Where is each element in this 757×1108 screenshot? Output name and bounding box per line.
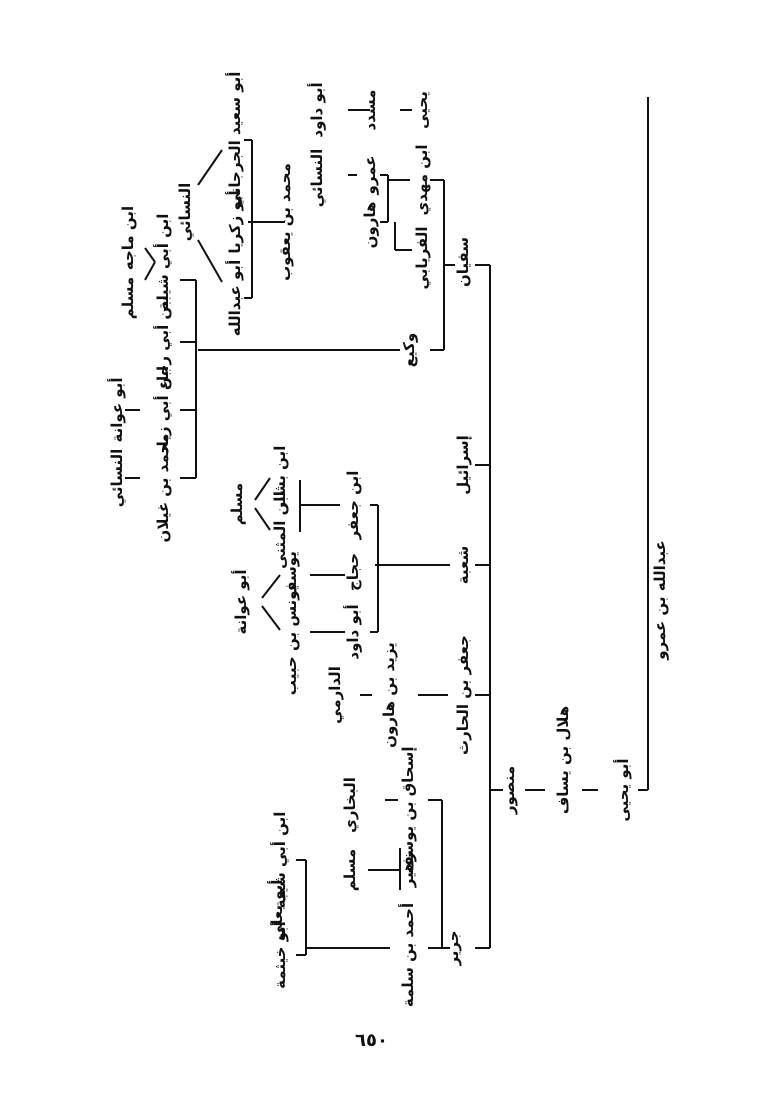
node-abu-zakariya: أبو زكريا: [225, 190, 244, 253]
node-ibn-abi-shayba: ابن أبي شيبة: [153, 214, 172, 311]
node-musaddad: مسدد: [361, 90, 379, 131]
node-zuhayr: زهير: [399, 853, 417, 889]
node-muslim-3: مسلم: [341, 849, 359, 891]
node-muhammad-bin-ghaylan: محمد بن غيلان: [154, 434, 172, 543]
node-abu-dawud-2: أبو داود: [343, 604, 362, 659]
node-nasai-1: النسائي: [308, 149, 326, 208]
node-wakee: وكيع: [400, 333, 418, 367]
node-yazid-bin-harun: يزيد بن هارون: [380, 642, 398, 748]
node-abu-awana-2: أبو عوانة: [231, 570, 250, 635]
node-israil: إسرائيل: [454, 435, 472, 495]
node-nasai-3: النسائي: [108, 449, 126, 508]
node-muslim-2: مسلم: [228, 483, 246, 525]
node-yahya: يحيى: [413, 91, 431, 129]
node-yusuf: يوسف: [282, 551, 300, 599]
node-bukhari: البخاري: [341, 777, 360, 833]
node-faryabi: الفريابي: [413, 227, 431, 290]
node-abu-khaythama: أبو خيثمة: [270, 921, 289, 989]
node-abdullah-bin-amr: عبدالله بن عمرو: [651, 540, 669, 661]
node-abu-abdullah: أبو عبدالله: [225, 260, 244, 336]
node-hajjaj: حجاج: [344, 553, 362, 591]
connector-lines: [125, 97, 649, 956]
page-number: ٦٥٠: [355, 1030, 388, 1051]
node-muslim-1: مسلم: [119, 277, 137, 319]
node-ibn-mahdi: ابن مهدي: [413, 144, 432, 215]
node-ahmad-bin-salama: أحمد بن سلمة: [398, 903, 417, 1007]
node-ibn-bashshar: ابن بشار: [271, 446, 289, 512]
node-ibn-majah: ابن ماجه: [119, 206, 137, 270]
node-ibn-muthanna: ابن المثنى: [271, 491, 289, 569]
node-abu-yahya: أبو يحيى: [613, 758, 632, 821]
node-ibn-abi-shayba-2: ابن أبي شيبة: [270, 812, 289, 909]
node-abu-dawud: أبو داود: [307, 82, 326, 137]
node-ibn-abi-raja: ابن أبي رجاء: [153, 295, 172, 388]
node-jafar-bin-harith: جعفر بن الحارث: [454, 635, 472, 755]
node-abu-awana-1: أبو عوانة: [107, 378, 126, 443]
node-jarir: جرير: [444, 930, 462, 966]
node-shuba: شعبة: [454, 546, 472, 584]
node-harun: هارون: [361, 202, 379, 249]
node-ishaq-bin-yusuf: إسحاق بن يوسف: [399, 747, 417, 874]
node-ibn-abi-ziyad: ابن أبي زياد: [153, 366, 172, 454]
node-amr: عمرو: [361, 156, 379, 196]
node-sufyan: سفيان: [454, 237, 472, 287]
node-darimi: الدارمي: [326, 666, 344, 724]
node-nasai-2: النسائي: [176, 183, 194, 242]
node-ibn-jafar: ابن جعفر: [344, 471, 362, 541]
node-hilal-bin-yasaf: هلال بن يساف: [554, 706, 572, 814]
node-mansur: منصور: [500, 766, 518, 815]
tree-nodes: عبدالله بن عمرو أبو يحيى هلال بن يساف من…: [107, 72, 669, 1008]
node-abu-yala: أبو يعلى: [267, 880, 286, 941]
node-abu-said-jurjani: أبو سعيد الجرجاني: [225, 72, 244, 209]
node-yunus-bin-habib: يونس بن حبيب: [282, 585, 300, 695]
node-muhammad-bin-yaqub: محمد بن يعقوب: [276, 163, 294, 281]
